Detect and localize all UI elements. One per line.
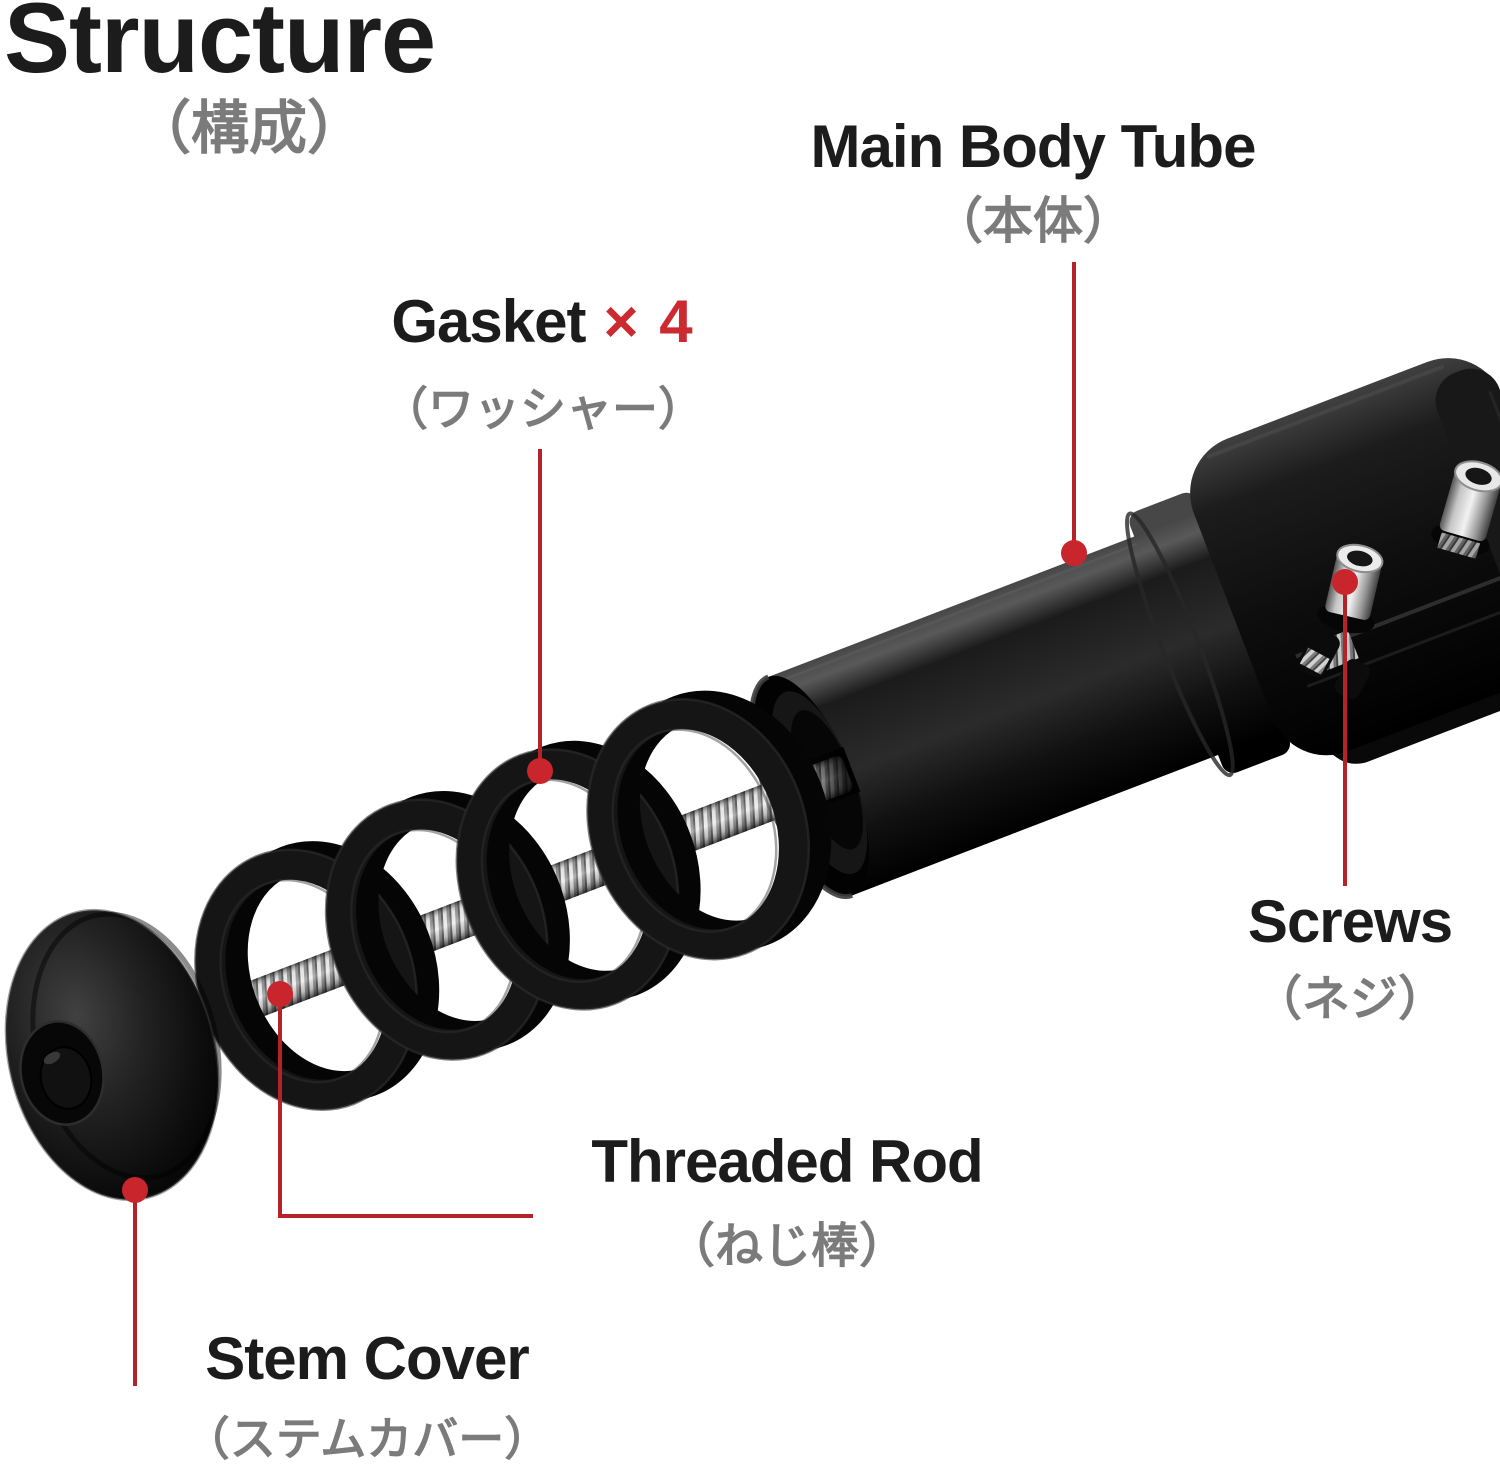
label-threaded-rod: Threaded Rod — [591, 1128, 983, 1195]
page-title-japanese: （構成） — [133, 96, 366, 161]
label-threaded-rod-japanese: （ねじ棒） — [666, 1220, 908, 1273]
label-stem-cover: Stem Cover — [205, 1325, 529, 1392]
callout-dot-threaded-rod — [267, 981, 293, 1007]
callout-dot-screws — [1332, 569, 1358, 595]
leader-threaded-rod — [278, 1006, 533, 1218]
stem-cover-part — [4, 908, 222, 1202]
gasket-part — [586, 690, 832, 961]
clamp-bottom-screw-tip — [1298, 629, 1340, 678]
label-main-body-tube-japanese: （本体） — [933, 193, 1133, 249]
label-stem-cover-japanese: （ステムカバー） — [183, 1413, 551, 1465]
label-main-body-tube: Main Body Tube — [810, 113, 1257, 180]
page-title: Structure — [4, 0, 436, 93]
callout-dot-main-body-tube — [1061, 540, 1087, 566]
gasket-part — [194, 841, 440, 1111]
clamp-collar — [1129, 492, 1291, 773]
label-gasket: Gasket× 4 — [391, 292, 694, 352]
label-screws-japanese: （ネジ） — [1253, 973, 1447, 1026]
leader-lines — [133, 262, 1347, 1386]
screw-part — [1431, 460, 1500, 559]
label-gasket-japanese: （ワッシャー） — [382, 383, 704, 435]
label-screws: Screws — [1247, 888, 1453, 955]
label-gasket-text: Gasket — [391, 288, 586, 355]
callout-dots — [122, 540, 1358, 1203]
callout-dot-gasket — [527, 758, 553, 784]
label-gasket-quantity: × 4 — [603, 288, 695, 355]
callout-dot-stem-cover — [122, 1177, 148, 1203]
